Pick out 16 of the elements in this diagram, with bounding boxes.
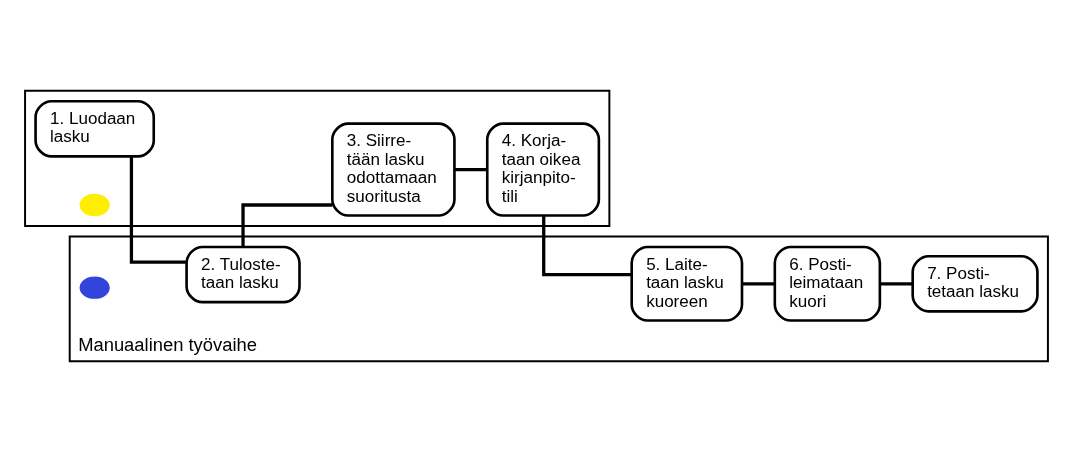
- connector: [542, 215, 632, 276]
- node-box: 7. Posti- tetaan lasku: [911, 254, 1039, 313]
- node-box: 2. Tuloste- taan lasku: [185, 245, 301, 303]
- node-box: 3. Siirre- tään lasku odottamaan suoritusta: [331, 121, 456, 217]
- connector: [880, 281, 913, 285]
- node-box: 1. Luodaan lasku: [34, 99, 156, 158]
- node-circle: [79, 193, 110, 216]
- node-box: 6. Posti- leimataan kuori: [773, 245, 882, 322]
- cluster: [24, 89, 611, 227]
- node-box: 4. Korja- taan oikea kirjanpito- tili: [485, 121, 601, 217]
- node-box: 5. Laite- taan lasku kuoreen: [630, 245, 744, 322]
- node-circle: [79, 276, 110, 299]
- connector: [454, 167, 487, 171]
- connector: [742, 281, 775, 285]
- connector: [241, 202, 333, 247]
- connector: [129, 155, 186, 264]
